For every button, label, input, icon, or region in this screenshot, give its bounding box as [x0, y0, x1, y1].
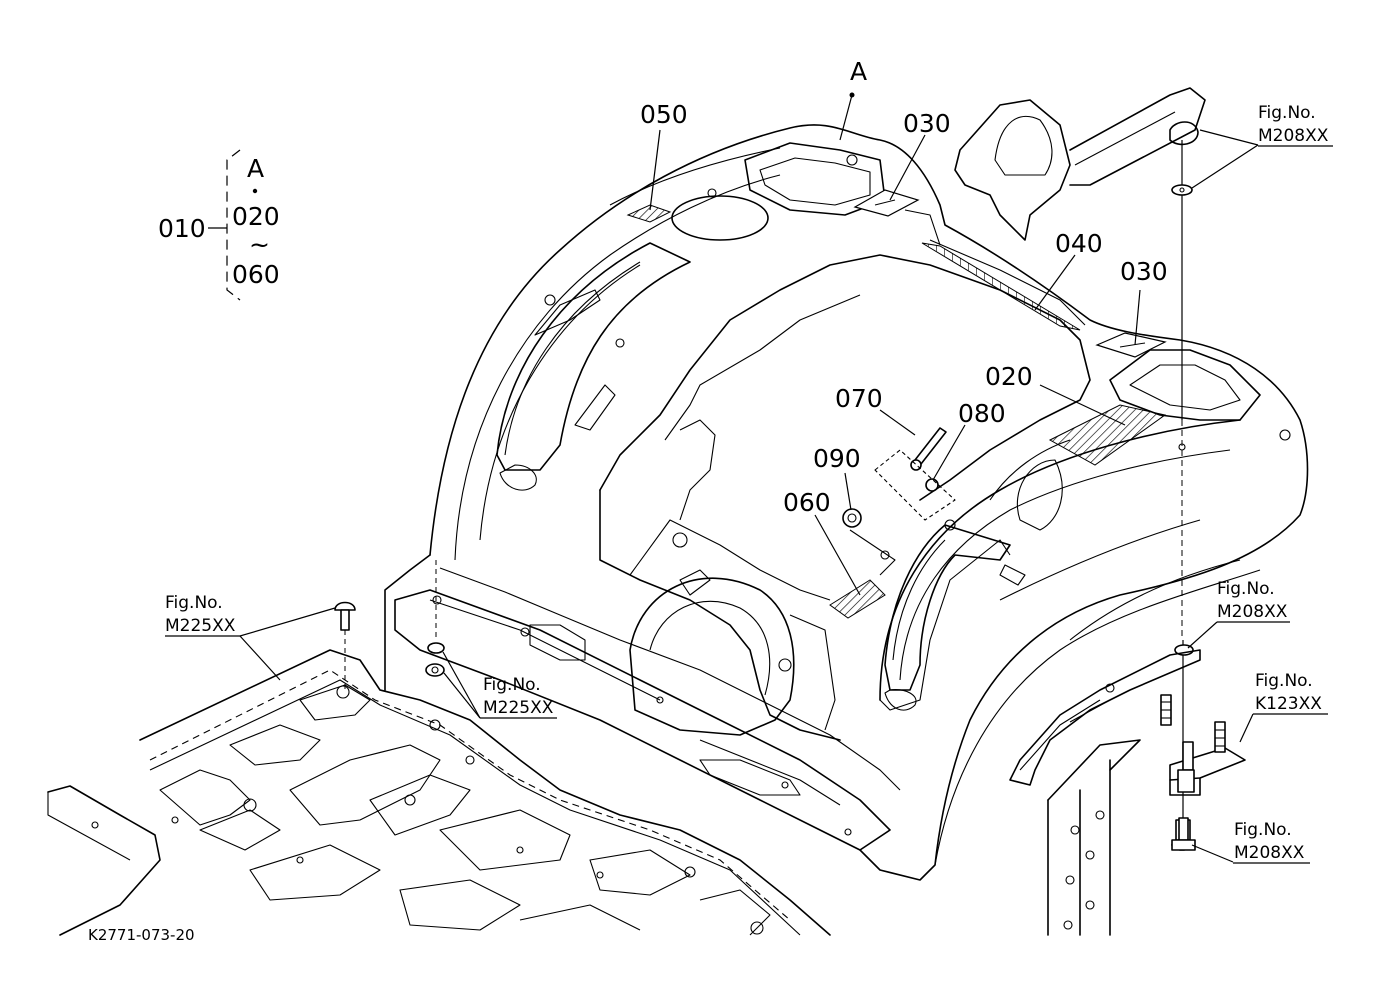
group-view-dot: [252, 188, 258, 194]
part-label-090: 090: [813, 444, 861, 473]
fig-ref-m225-mid[interactable]: M225XX: [483, 698, 554, 718]
part-label-020: 020: [985, 362, 1033, 391]
group-label-010: 010: [158, 214, 206, 243]
fig-label-bottom: Fig.No.: [1234, 820, 1292, 840]
fig-ref-m208-mid[interactable]: M208XX: [1217, 602, 1288, 622]
hardware: [842, 427, 956, 576]
part-label-080: 080: [958, 399, 1006, 428]
decal-050: [626, 204, 672, 223]
fig-label-mid-left: Fig.No.: [483, 675, 541, 695]
fig-label-left: Fig.No.: [165, 593, 223, 613]
part-label-060: 060: [783, 488, 831, 517]
decal-040: [921, 242, 1081, 331]
callouts: [165, 92, 1333, 864]
frame-bracket: [1009, 649, 1246, 936]
fig-label-mid: Fig.No.: [1217, 579, 1275, 599]
decal-060: [829, 579, 886, 619]
group-range-start: 020: [232, 202, 280, 231]
left-bolts: [334, 560, 445, 690]
part-label-040: 040: [1055, 229, 1103, 258]
group-view-letter: A: [247, 154, 264, 183]
fig-ref-m208-top[interactable]: M208XX: [1258, 126, 1329, 146]
decal-020: [1048, 404, 1167, 466]
part-label-050: 050: [640, 100, 688, 129]
floor-panel: [47, 649, 831, 936]
group-range-end: 060: [232, 260, 280, 289]
stud-bolts: [1160, 694, 1226, 793]
part-label-070: 070: [835, 384, 883, 413]
fig-label-k123: Fig.No.: [1255, 671, 1313, 691]
fender-deck: [384, 124, 1309, 881]
view-marker-a: A: [850, 57, 867, 86]
decal-030-top: [853, 189, 920, 217]
fig-label-top: Fig.No.: [1258, 103, 1316, 123]
fig-ref-m225-left[interactable]: M225XX: [165, 616, 236, 636]
fig-ref-k123[interactable]: K123XX: [1255, 694, 1322, 714]
group-range-separator: ~: [249, 230, 270, 259]
decals: [626, 189, 1167, 619]
part-label-030-right: 030: [1120, 257, 1168, 286]
rops-post: [954, 87, 1206, 241]
drawing-code: K2771-073-20: [88, 926, 195, 944]
part-label-030-top: 030: [903, 109, 951, 138]
fig-ref-m208-bottom[interactable]: M208XX: [1234, 843, 1305, 863]
labels: A 050 030 040 030 020 070 080 090 060 01…: [88, 57, 1329, 944]
